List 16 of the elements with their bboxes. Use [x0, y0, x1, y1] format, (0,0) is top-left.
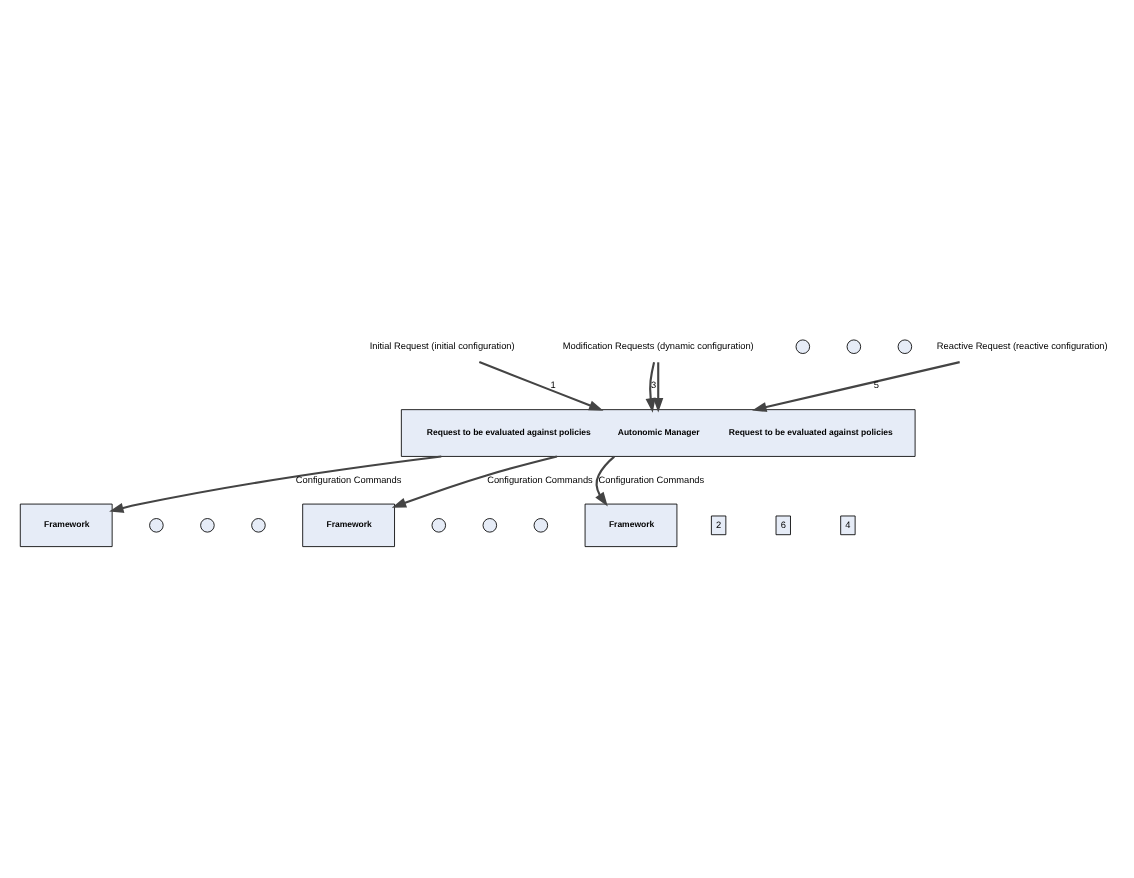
node-circle — [482, 518, 498, 533]
arrow — [478, 361, 604, 411]
node-circle — [431, 518, 446, 533]
node-circle — [795, 339, 811, 354]
arrow — [653, 362, 664, 413]
node-circle — [251, 518, 266, 533]
arrow — [391, 455, 558, 508]
node-circle — [897, 339, 913, 354]
node-circle — [200, 518, 215, 533]
arrow — [752, 361, 960, 413]
node-circle — [533, 518, 549, 533]
node-circle — [149, 518, 164, 533]
node-circle — [846, 339, 862, 354]
arrow — [595, 455, 615, 507]
arrow — [645, 362, 656, 413]
arrow — [109, 455, 442, 513]
